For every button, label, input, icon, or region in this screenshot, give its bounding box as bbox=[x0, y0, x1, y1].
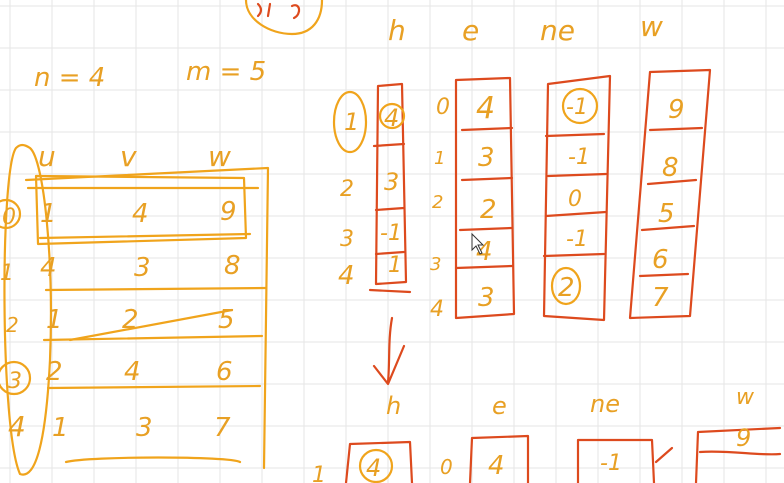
h-index-2: 2 bbox=[340, 177, 354, 202]
h-index-1: 1 bbox=[344, 108, 359, 136]
ne-value-4: 2 bbox=[558, 273, 575, 303]
bottom-e-index: 0 bbox=[440, 455, 453, 479]
table-header-u: u bbox=[38, 140, 56, 173]
e-value-1: 3 bbox=[478, 143, 495, 173]
row-index-1: 1 bbox=[0, 261, 14, 286]
cell-w-0: 9 bbox=[220, 197, 237, 227]
row-index-2: 2 bbox=[6, 313, 19, 337]
edge-index-0: 0 bbox=[436, 95, 450, 120]
row-index-3: 3 bbox=[8, 369, 22, 394]
bottom-arrays: h e ne w 1 4 0 4 -1 9 bbox=[312, 385, 782, 483]
h-index-4: 4 bbox=[338, 261, 355, 291]
down-arrow-icon bbox=[372, 316, 406, 386]
bottom-header-h: h bbox=[386, 392, 401, 420]
e-value-2: 2 bbox=[480, 195, 497, 225]
row-index-4: 4 bbox=[8, 410, 26, 443]
cell-v-1: 3 bbox=[134, 253, 151, 283]
array-header-w: w bbox=[640, 10, 663, 43]
bottom-header-ne: ne bbox=[590, 390, 620, 418]
ne-value-1: -1 bbox=[568, 145, 590, 170]
cell-u-2: 1 bbox=[46, 305, 63, 335]
e-value-0: 4 bbox=[476, 91, 495, 126]
cell-v-2: 2 bbox=[122, 305, 139, 335]
bottom-ne-value: -1 bbox=[600, 451, 622, 476]
cell-w-3: 6 bbox=[216, 357, 233, 387]
w-value-2: 5 bbox=[658, 199, 675, 229]
w-value-0: 9 bbox=[668, 95, 685, 125]
row-index-0: 0 bbox=[2, 205, 16, 230]
h-value-4: 1 bbox=[388, 253, 402, 278]
bottom-e-value: 4 bbox=[488, 451, 505, 481]
edge-index-3: 3 bbox=[430, 254, 441, 275]
ne-value-0: -1 bbox=[566, 95, 588, 120]
array-header-h: h bbox=[388, 14, 406, 47]
edge-index-1: 1 bbox=[434, 148, 445, 169]
bottom-header-w: w bbox=[736, 385, 755, 410]
cell-w-4: 7 bbox=[214, 413, 231, 443]
cell-u-0: 1 bbox=[40, 199, 57, 229]
cell-u-1: 4 bbox=[40, 253, 57, 283]
w-value-3: 6 bbox=[652, 245, 669, 275]
table-header-w: w bbox=[208, 140, 231, 173]
table-header-v: v bbox=[120, 140, 137, 173]
edge-index-4: 4 bbox=[430, 297, 444, 322]
ne-value-3: -1 bbox=[566, 227, 588, 252]
array-header-ne: ne bbox=[540, 14, 575, 47]
w-value-1: 8 bbox=[662, 153, 679, 183]
cell-u-4: 1 bbox=[52, 413, 69, 443]
cell-u-3: 2 bbox=[46, 357, 63, 387]
ne-value-2: 0 bbox=[568, 187, 582, 212]
cell-w-1: 8 bbox=[224, 251, 241, 281]
bottom-h-value: 4 bbox=[366, 454, 381, 482]
edge-table: u v w 0 1 2 3 4 1 4 9 4 3 8 1 2 5 bbox=[0, 140, 270, 476]
w-value-4: 7 bbox=[652, 283, 669, 313]
bottom-row-label: 1 bbox=[312, 463, 326, 483]
array-header-e: e bbox=[462, 14, 479, 47]
bottom-header-e: e bbox=[492, 392, 507, 420]
cell-v-4: 3 bbox=[136, 413, 153, 443]
cell-w-2: 5 bbox=[218, 305, 235, 335]
bottom-w-value: 9 bbox=[736, 424, 751, 452]
e-value-4: 3 bbox=[478, 283, 495, 313]
edge-index-2: 2 bbox=[432, 192, 443, 213]
top-circled-drawing bbox=[244, 0, 324, 36]
arrays-section: h e ne w 1 2 3 4 4 3 -1 1 0 1 2 3 4 4 3 … bbox=[332, 10, 712, 322]
cell-v-0: 4 bbox=[132, 199, 149, 229]
m-label: m = 5 bbox=[186, 57, 266, 87]
cell-v-3: 4 bbox=[124, 357, 141, 387]
h-value-3: -1 bbox=[380, 221, 402, 246]
h-value-2: 3 bbox=[384, 168, 399, 196]
h-value-1: 4 bbox=[384, 104, 399, 132]
h-index-3: 3 bbox=[340, 227, 354, 252]
mouse-cursor-icon bbox=[471, 232, 485, 255]
n-label: n = 4 bbox=[34, 63, 105, 93]
